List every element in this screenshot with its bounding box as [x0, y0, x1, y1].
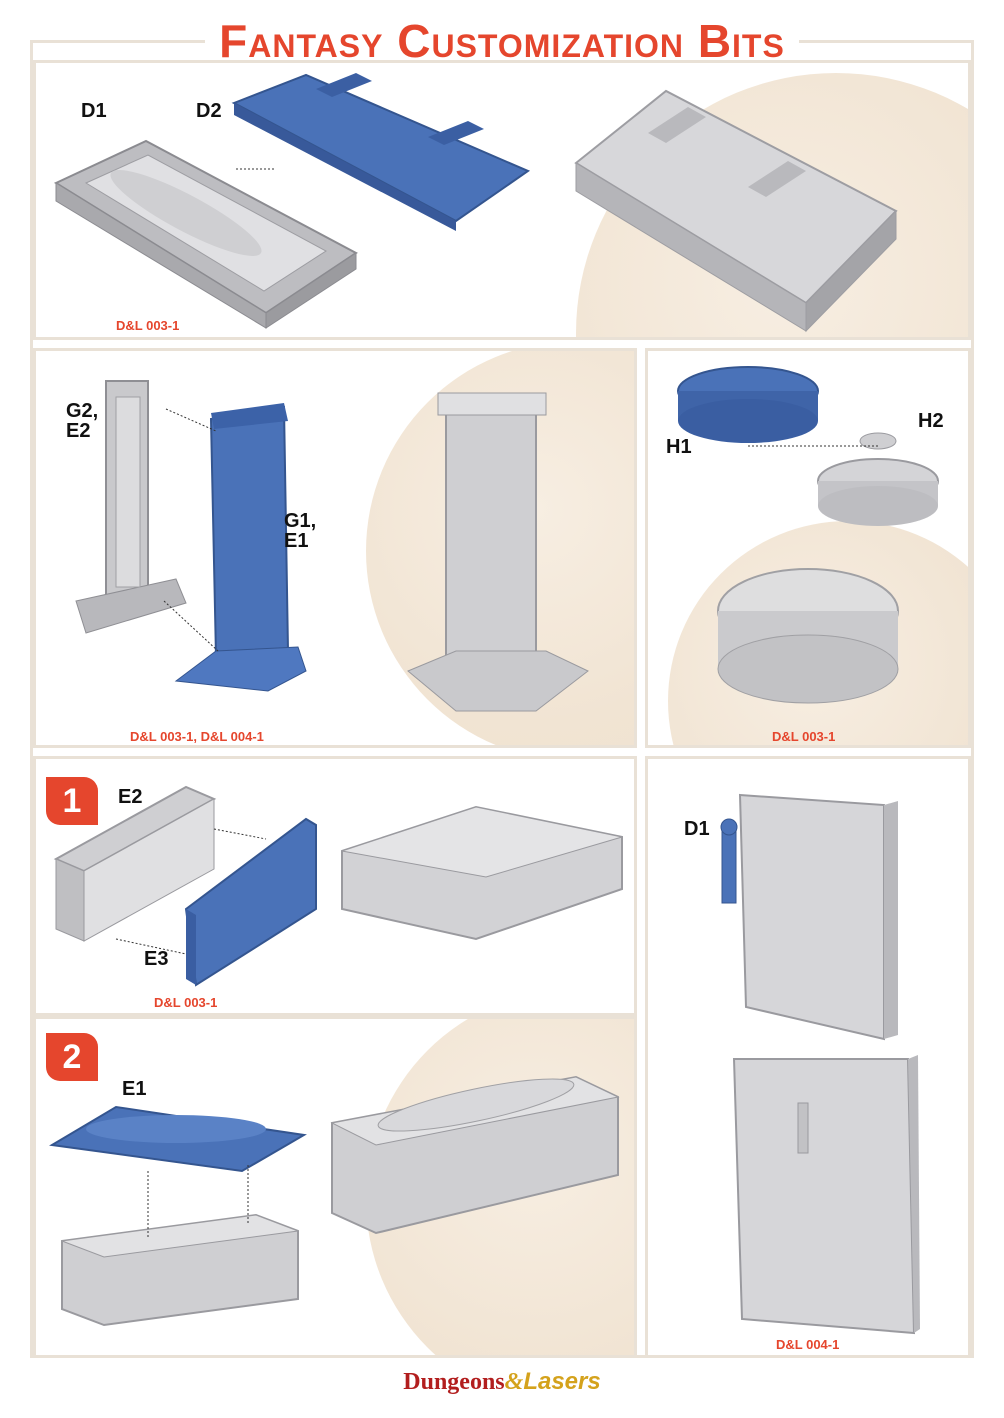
- panel-coffin: D1 D2 D&L 003-1: [33, 60, 971, 340]
- tomb-step-2-illustration: [49, 1075, 620, 1327]
- label-h2: H2: [918, 410, 944, 432]
- step-badge: 1: [46, 777, 98, 825]
- part-code: D&L 003-1: [772, 729, 836, 744]
- panel-wall: D1 D&L 004-1: [645, 756, 971, 1358]
- label-g2-e2: G2, E2: [66, 400, 99, 442]
- label-e1: E1: [122, 1078, 147, 1100]
- label-d2: D2: [196, 100, 222, 122]
- pillar-parts-illustration: [75, 380, 589, 712]
- label-d1: D1: [684, 818, 710, 840]
- part-code: D&L 003-1, D&L 004-1: [130, 729, 264, 744]
- label-g1-e1: G1, E1: [284, 510, 317, 552]
- part-code: D&L 003-1: [154, 995, 218, 1010]
- label-h1: H1: [666, 436, 692, 458]
- label-d1: D1: [81, 100, 107, 122]
- panel-altar: H1 H2 D&L 003-1: [645, 348, 971, 748]
- part-code: D&L 003-1: [116, 318, 180, 333]
- altar-parts-illustration: [677, 366, 939, 704]
- page-title: Fantasy Customization Bits: [0, 14, 1004, 68]
- panel-tomb-step-1: 1 E2 E3 D&L 003-1: [33, 756, 637, 1016]
- coffin-parts-illustration: [53, 73, 898, 333]
- part-code: D&L 004-1: [776, 1337, 840, 1352]
- dungeons-and-lasers-logo: Dungeons&Lasers: [403, 1368, 601, 1395]
- tomb-step-1-illustration: [53, 785, 623, 987]
- label-e3: E3: [144, 948, 169, 970]
- panel-tomb-step-2: 2 E1: [33, 1016, 637, 1358]
- wall-parts-illustration: [720, 793, 920, 1335]
- label-e2: E2: [118, 786, 143, 808]
- panel-pillar: G2, E2 G1, E1 D&L 003-1, D&L 004-1: [33, 348, 637, 748]
- step-badge: 2: [46, 1033, 98, 1081]
